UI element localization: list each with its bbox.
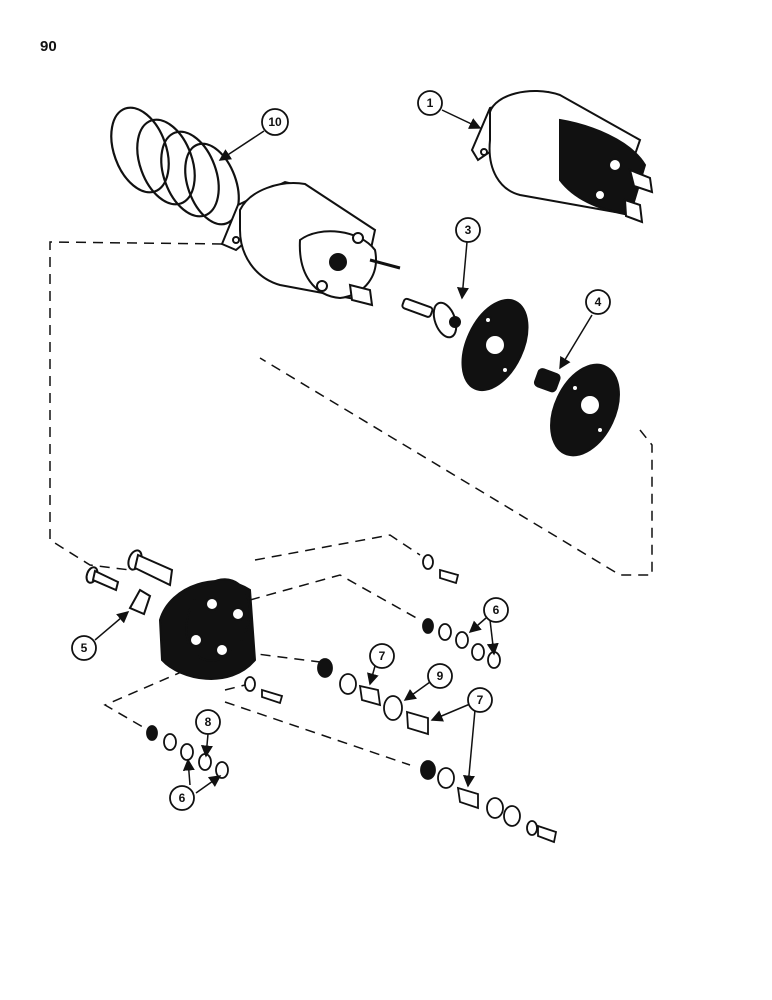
screw-small-left: [85, 566, 120, 592]
svg-text:6: 6: [179, 791, 186, 805]
spring-rings: [110, 106, 240, 226]
callout-9: 9: [427, 663, 453, 689]
plunger: [401, 297, 461, 339]
contact-disc-left: [461, 298, 529, 392]
base-cap: [158, 578, 257, 680]
svg-text:1: 1: [427, 96, 434, 110]
callout-5: 5: [71, 635, 97, 661]
callout-6-lower: 6: [169, 785, 195, 811]
svg-text:8: 8: [205, 715, 212, 729]
contact-disc-right: [550, 363, 620, 457]
callout-7-lower: 7: [467, 687, 493, 713]
callout-3: 3: [455, 217, 481, 243]
callout-4: 4: [585, 289, 611, 315]
svg-text:7: 7: [379, 649, 386, 663]
solenoid-housing: [220, 180, 401, 307]
svg-text:10: 10: [268, 115, 282, 129]
spring-small: [533, 368, 561, 393]
terminal-bolt-long: [127, 549, 174, 587]
svg-text:7: 7: [477, 693, 484, 707]
callout-leaders: [94, 109, 593, 794]
callout-6-upper: 6: [483, 597, 509, 623]
callout-10: 10: [261, 108, 289, 136]
svg-text:3: 3: [465, 223, 472, 237]
callout-7-upper: 7: [369, 643, 395, 669]
solenoid-assembly: [470, 90, 654, 224]
bracket-clip: [128, 588, 152, 616]
svg-text:9: 9: [437, 669, 444, 683]
hardware-pieces: [146, 554, 558, 844]
callout-8: 8: [195, 709, 221, 735]
callout-1: 1: [417, 90, 443, 116]
svg-text:6: 6: [493, 603, 500, 617]
svg-text:4: 4: [595, 295, 602, 309]
svg-text:5: 5: [81, 641, 88, 655]
page-number: 90: [40, 38, 57, 55]
